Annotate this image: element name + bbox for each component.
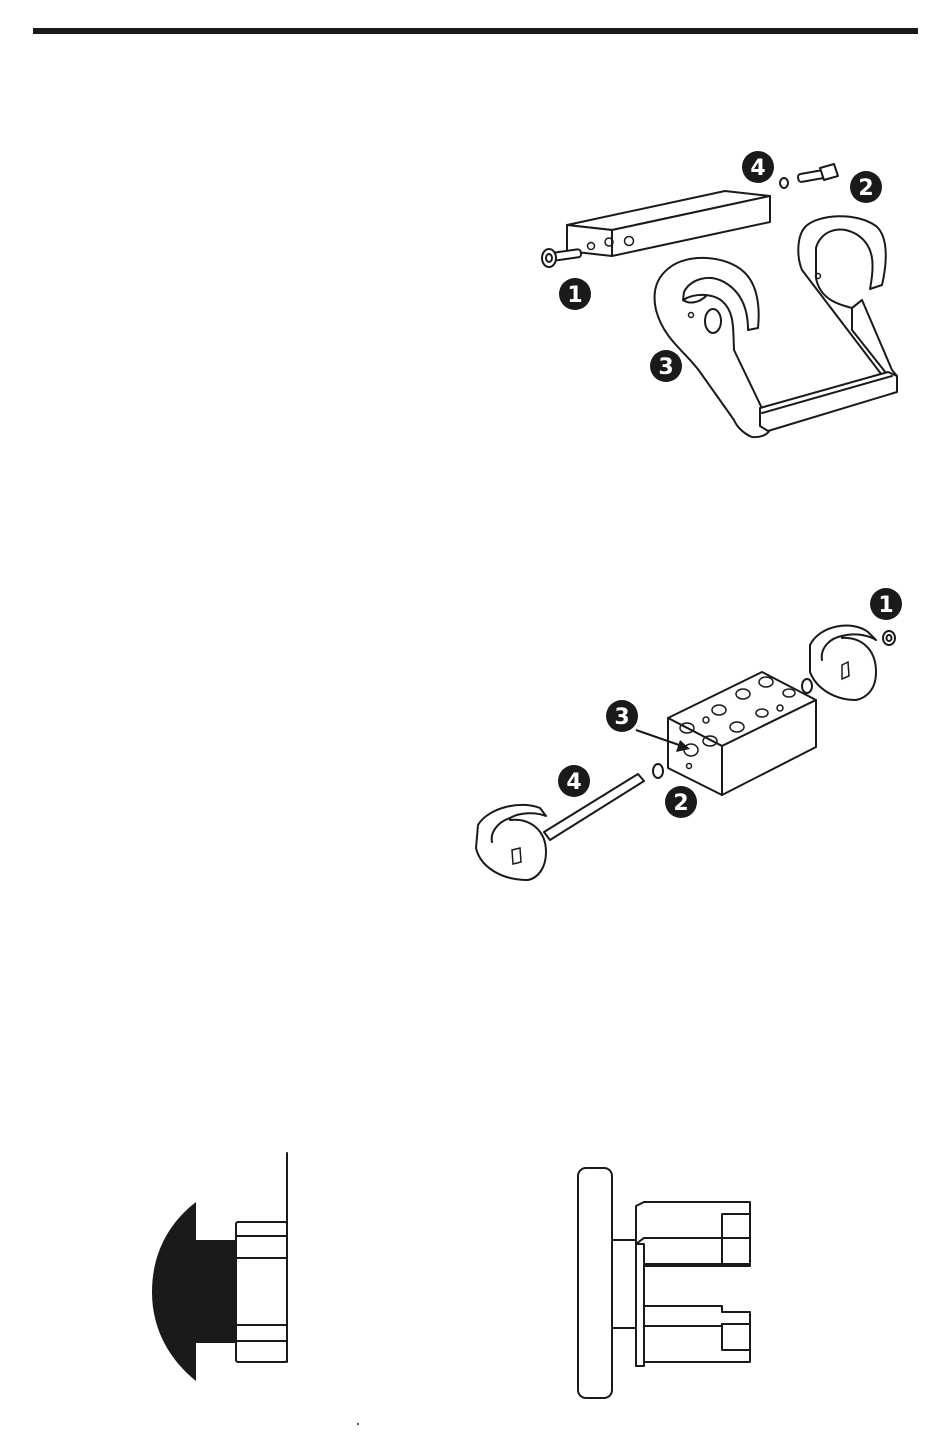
pedal-bracket-icon [476, 774, 644, 880]
washer-icon [802, 679, 812, 693]
washer-icon [780, 178, 788, 188]
svg-text:4: 4 [566, 770, 581, 795]
header-rule [33, 28, 918, 34]
svg-text:1: 1 [878, 593, 893, 618]
callout-2: 2 [665, 786, 697, 818]
screw-icon [542, 249, 581, 267]
callout-4: 4 [742, 151, 774, 183]
detail-view-left [152, 1153, 287, 1381]
callout-3: 3 [606, 700, 638, 732]
pedal-bracket-icon [810, 626, 876, 700]
detail-view-right [578, 1168, 750, 1398]
pedal-block [567, 191, 770, 256]
callout-1: 1 [870, 588, 902, 620]
svg-text:2: 2 [673, 791, 688, 816]
callout-4: 4 [558, 765, 590, 797]
washer-icon [653, 764, 663, 778]
svg-text:2: 2 [858, 176, 873, 201]
diagram-1-pedal-frame: 1 2 3 4 [542, 151, 897, 437]
page-dot [357, 1423, 359, 1425]
pedal-crossbar [760, 372, 897, 431]
svg-text:1: 1 [567, 283, 582, 308]
svg-text:3: 3 [614, 705, 629, 730]
callout-3: 3 [650, 350, 682, 382]
callout-1: 1 [559, 278, 591, 310]
washer-icon [883, 631, 895, 645]
svg-text:4: 4 [750, 156, 765, 181]
pedal-bracket-icon [655, 258, 771, 437]
diagram-2-block-assembly: 1 2 3 4 [476, 588, 902, 880]
mounting-block-icon [668, 672, 816, 795]
screw-icon [798, 164, 838, 182]
pedal-bracket-icon [798, 216, 897, 383]
callout-2: 2 [850, 171, 882, 203]
svg-text:3: 3 [658, 355, 673, 380]
